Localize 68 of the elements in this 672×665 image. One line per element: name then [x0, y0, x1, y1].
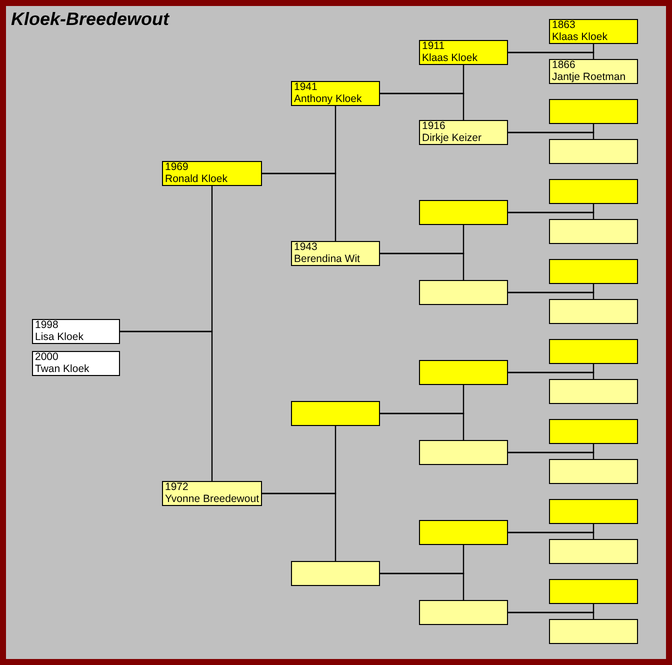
connector-line: [508, 212, 594, 219]
connector-line: [380, 412, 464, 440]
empty-person-box: [419, 280, 508, 305]
empty-person-box: [549, 539, 638, 564]
empty-person-box: [549, 219, 638, 244]
birth-year: 1998: [35, 320, 60, 332]
person-name: Klaas Kloek: [552, 32, 608, 43]
connector-line: [508, 372, 594, 379]
empty-person-box: [549, 139, 638, 164]
connector-line: [380, 252, 464, 280]
chart-title: Kloek-Breedewout: [11, 9, 170, 30]
birth-year: 1943: [294, 242, 318, 254]
person-box: [549, 19, 638, 44]
person-name: Jantje Roetman: [552, 72, 627, 83]
connector-line: [508, 292, 594, 299]
empty-person-box: [419, 200, 508, 225]
person-box: [549, 59, 638, 84]
person-box: [291, 241, 380, 266]
empty-person-box: [549, 259, 638, 284]
empty-person-box: [549, 339, 638, 364]
empty-person-box: [549, 179, 638, 204]
connector-line: [262, 172, 336, 241]
birth-year: 1911: [422, 41, 446, 52]
person-name: Twan Kloek: [35, 364, 90, 375]
empty-person-box: [419, 600, 508, 625]
empty-person-box: [549, 499, 638, 524]
connector-line: [262, 492, 336, 561]
birth-year: 1969: [165, 162, 190, 174]
empty-person-box: [549, 99, 638, 124]
empty-person-box: [549, 299, 638, 324]
connector-line: [120, 330, 213, 481]
connector-line: [380, 572, 464, 600]
connector-line: [508, 132, 594, 139]
empty-person-box: [291, 561, 380, 586]
birth-year: 1972: [165, 482, 190, 494]
empty-person-box: [419, 520, 508, 545]
empty-person-box: [549, 619, 638, 644]
empty-person-box: [549, 379, 638, 404]
empty-person-box: [419, 440, 508, 465]
birth-year: 1866: [552, 60, 576, 72]
person-box: [162, 481, 262, 506]
person-box: [32, 351, 120, 376]
empty-person-box: [549, 459, 638, 484]
person-name: Anthony Kloek: [294, 94, 363, 105]
empty-person-box: [549, 579, 638, 604]
empty-person-box: [291, 401, 380, 426]
person-name: Yvonne Breedewout: [165, 494, 259, 505]
connector-line: [508, 452, 594, 459]
person-box: [291, 81, 380, 106]
person-name: Dirkje Keizer: [422, 132, 483, 144]
person-name: Klaas Kloek: [422, 52, 478, 64]
empty-person-box: [549, 419, 638, 444]
person-box: [162, 161, 262, 186]
connector-line: [508, 612, 594, 619]
birth-year: 1863: [552, 20, 576, 32]
connector-line: [508, 532, 594, 539]
person-name: Ronald Kloek: [165, 174, 228, 185]
birth-year: 2000: [35, 352, 60, 364]
connector-line: [380, 92, 464, 120]
person-name: Berendina Wit: [294, 254, 361, 265]
person-box: [32, 319, 120, 344]
person-box: [419, 40, 508, 65]
person-name: Lisa Kloek: [35, 332, 84, 343]
birth-year: 1941: [294, 82, 318, 94]
connector-line: [508, 52, 594, 59]
empty-person-box: [419, 360, 508, 385]
person-box: [419, 120, 508, 145]
birth-year: 1916: [422, 121, 446, 132]
